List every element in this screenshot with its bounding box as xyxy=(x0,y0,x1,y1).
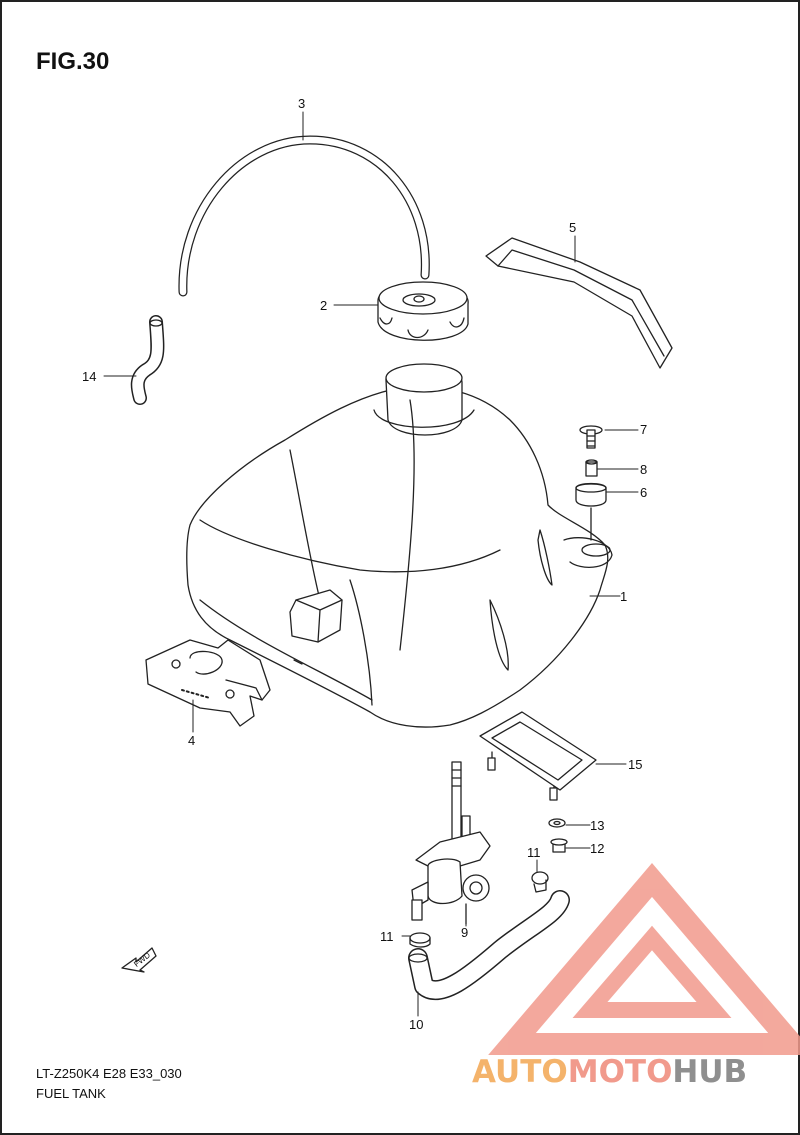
fuel-cap xyxy=(377,281,469,341)
callout-15: 15 xyxy=(628,757,642,772)
leader-lines xyxy=(103,111,639,1017)
model-code: LT-Z250K4 E28 E33_030 xyxy=(36,1066,182,1081)
callout-7: 7 xyxy=(640,422,647,437)
watermark-part-moto: MOTO xyxy=(567,1054,673,1090)
fuel-hose xyxy=(408,890,570,1001)
watermark-part-hub: HUB xyxy=(672,1054,748,1090)
fuel-valve xyxy=(411,761,491,925)
watermark-part-auto: AUTO xyxy=(472,1054,568,1090)
callout-5: 5 xyxy=(569,220,576,235)
fuel-tank xyxy=(186,363,613,728)
callout-8: 8 xyxy=(640,462,647,477)
hose-clamp xyxy=(409,932,431,948)
callout-6: 6 xyxy=(640,485,647,500)
bolt xyxy=(550,838,568,853)
hose-clamp xyxy=(531,871,549,893)
callout-11-lower: 11 xyxy=(380,929,394,944)
tank-bracket xyxy=(145,639,271,727)
callout-11-upper: 11 xyxy=(527,845,541,860)
washer xyxy=(548,818,566,828)
mounting-bolt xyxy=(579,425,603,449)
forward-arrow-icon xyxy=(121,947,157,973)
callout-12: 12 xyxy=(590,841,604,856)
callout-13: 13 xyxy=(590,818,604,833)
section-name: FUEL TANK xyxy=(36,1086,106,1101)
bent-hose xyxy=(130,315,165,405)
collar xyxy=(585,459,598,477)
callout-4: 4 xyxy=(188,733,195,748)
callout-14: 14 xyxy=(82,369,96,384)
callout-1: 1 xyxy=(620,589,627,604)
callout-3: 3 xyxy=(298,96,305,111)
breather-hose xyxy=(178,135,430,297)
watermark-text: AUTOMOTOHUB xyxy=(472,1054,747,1090)
tank-strap xyxy=(485,237,673,369)
watermark-logo xyxy=(488,863,800,1055)
callout-9: 9 xyxy=(461,925,468,940)
lower-bracket xyxy=(479,711,597,801)
callout-10: 10 xyxy=(409,1017,423,1032)
cushion xyxy=(575,482,607,541)
figure-title: FIG.30 xyxy=(36,48,110,75)
callout-labels: 3 2 5 7 8 6 1 14 4 15 13 12 11 11 9 10 F… xyxy=(82,96,647,1032)
callout-2: 2 xyxy=(320,298,327,313)
